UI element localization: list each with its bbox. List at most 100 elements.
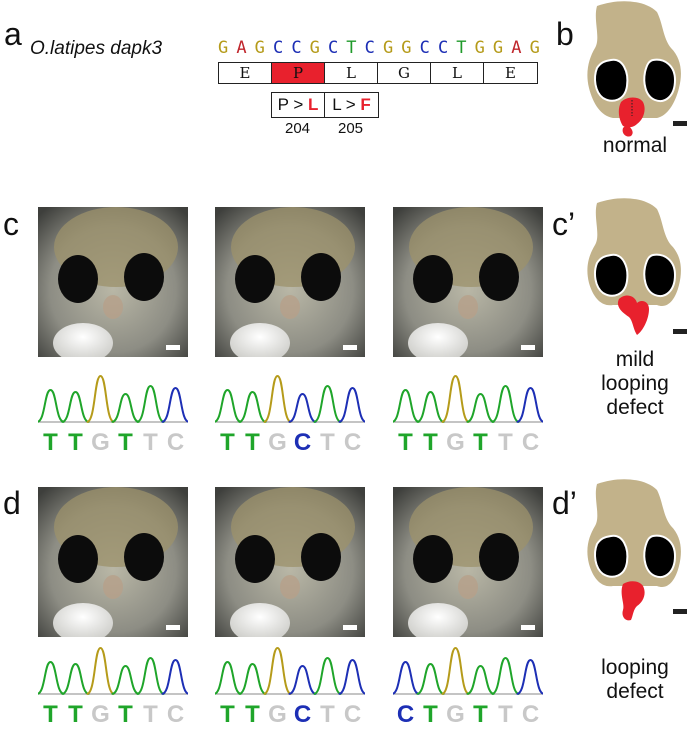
- panel-label-c-prime: c’: [552, 206, 576, 242]
- nucleotide: C: [364, 38, 375, 58]
- heart-shape: [618, 97, 645, 137]
- trace-peak: [441, 374, 470, 423]
- mutation-position: 204: [284, 120, 311, 137]
- mutation-positions: 204 205: [271, 120, 377, 137]
- schematic-looping-defect: [587, 479, 687, 621]
- trace-peak: [238, 662, 267, 695]
- schematic-normal: [587, 1, 687, 137]
- base-call-label: T: [143, 701, 158, 728]
- base-call-label: C: [294, 701, 311, 728]
- right-eye-icon: [643, 253, 677, 297]
- trace-peak: [215, 660, 242, 695]
- heart-shape: [621, 581, 645, 621]
- nucleotide: C: [437, 38, 449, 58]
- panel-label-c: c: [3, 206, 19, 242]
- nucleotide: T: [346, 38, 357, 58]
- nucleotide: G: [529, 38, 540, 58]
- base-call-label: T: [118, 429, 133, 456]
- base-call-label: T: [43, 429, 58, 456]
- base-call-label: T: [498, 701, 513, 728]
- nucleotide: G: [309, 38, 320, 58]
- caption-line: looping: [601, 656, 669, 679]
- base-call-label: T: [398, 429, 413, 456]
- trace-peak: [238, 390, 267, 423]
- caption-line: defect: [606, 396, 664, 420]
- mutation-position: 205: [337, 120, 364, 137]
- trace-peak: [263, 374, 292, 423]
- base-call-label: C: [522, 701, 539, 728]
- amino-acid-cell: L: [431, 63, 484, 83]
- base-call-label: T: [423, 701, 438, 728]
- nucleotide: A: [236, 38, 247, 58]
- schematic-b-caption: normal: [602, 134, 668, 157]
- trace-peak: [86, 374, 115, 423]
- base-call-label: T: [68, 429, 83, 456]
- trace-peak: [136, 656, 165, 695]
- base-call-label: T: [245, 701, 260, 728]
- trace-peak: [491, 384, 520, 423]
- nucleotide: G: [474, 38, 485, 58]
- trace-peak: [161, 658, 188, 695]
- base-call-label: C: [522, 429, 539, 456]
- right-eye-icon: [643, 534, 677, 578]
- mutation-cell: L > F: [332, 95, 371, 114]
- amino-acid-cell: G: [378, 63, 431, 83]
- panel-label-b: b: [556, 16, 574, 52]
- base-call-label: T: [118, 701, 133, 728]
- trace-peak: [416, 662, 445, 695]
- base-call-label: C: [344, 429, 361, 456]
- base-call-label: T: [245, 429, 260, 456]
- base-call-label: G: [91, 429, 110, 456]
- schematic-mild-looping-defect: [587, 198, 687, 335]
- caption-line: looping: [601, 372, 669, 396]
- base-call-label: T: [220, 701, 235, 728]
- caption-line: defect: [606, 680, 664, 704]
- trace-peak: [288, 392, 317, 423]
- base-call-label: T: [320, 429, 335, 456]
- base-call-label: G: [268, 701, 287, 728]
- panel-label-d-prime: d’: [552, 485, 577, 521]
- base-call-label: C: [294, 429, 311, 456]
- amino-acid-cell: L: [325, 63, 378, 83]
- heart-shape: [617, 295, 649, 335]
- base-call-label: T: [498, 429, 513, 456]
- trace-peak: [288, 664, 317, 695]
- species-gene-label: O.latipes dapk3: [30, 38, 163, 59]
- embryo-photo-c1: [38, 207, 188, 357]
- embryo-photo-c3: [393, 207, 543, 357]
- nucleotide: T: [456, 38, 467, 58]
- base-call-label: T: [423, 429, 438, 456]
- trace-peak: [161, 386, 188, 423]
- trace-peak: [38, 660, 65, 695]
- embryo-photo-c2: [215, 207, 365, 357]
- trace-peak: [111, 664, 140, 695]
- base-call-label: T: [220, 429, 235, 456]
- nucleotide: C: [419, 38, 430, 58]
- nucleotide: A: [511, 38, 522, 58]
- base-call-label: C: [167, 429, 184, 456]
- base-call-label: G: [268, 429, 287, 456]
- base-call-label: C: [397, 701, 414, 728]
- trace-peak: [393, 388, 420, 423]
- embryo-photo-d3: [393, 487, 543, 637]
- trace-peak: [466, 664, 495, 695]
- base-call-label: T: [143, 429, 158, 456]
- base-call-label: T: [43, 701, 58, 728]
- right-eye-icon: [643, 58, 677, 102]
- base-call-label: T: [473, 429, 488, 456]
- base-call-label: G: [446, 701, 465, 728]
- trace-peak: [516, 386, 543, 423]
- scale-bar: [673, 121, 687, 126]
- left-eye-icon: [594, 534, 629, 578]
- trace-peak: [393, 660, 420, 695]
